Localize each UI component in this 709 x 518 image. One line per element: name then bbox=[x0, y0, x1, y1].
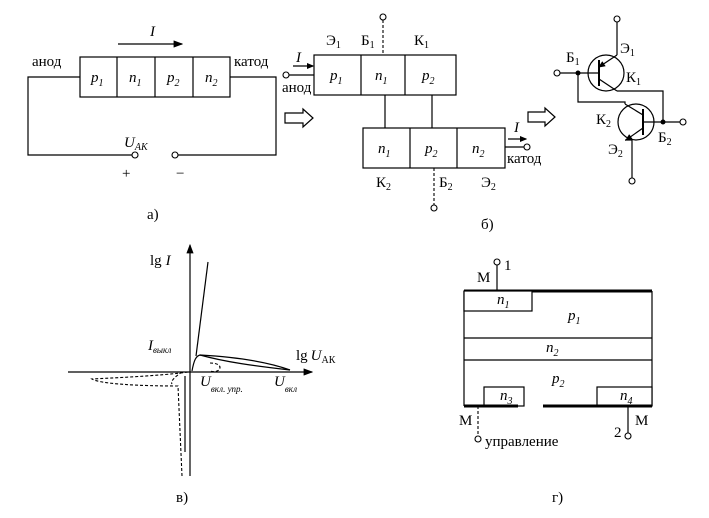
m-right-label: М bbox=[635, 413, 648, 429]
terminal-2 bbox=[624, 432, 632, 440]
wire-right-a bbox=[178, 76, 277, 156]
layer-n1-b2: n1 bbox=[378, 141, 391, 160]
layer-n2-a: n2 bbox=[205, 70, 218, 89]
current-out-label: I bbox=[513, 120, 520, 136]
b1-label-tr: Б1 bbox=[566, 50, 580, 68]
layer-n1-b: n1 bbox=[375, 68, 388, 87]
n3-label: n3 bbox=[500, 388, 513, 407]
layer-p1-b: p1 bbox=[329, 68, 343, 87]
layer-n1-a: n1 bbox=[129, 70, 142, 89]
transform-arrow-2 bbox=[527, 106, 556, 128]
m-top-label: М bbox=[477, 270, 490, 286]
panel-b: Э1 Б1 К1 p1 n1 p2 I анод n1 p2 n2 I като… bbox=[282, 13, 542, 233]
k2-label-b: К2 bbox=[376, 175, 391, 193]
caption-g: г) bbox=[552, 490, 563, 506]
reverse-control-curve bbox=[171, 371, 183, 385]
top-structure-b bbox=[313, 54, 457, 96]
anode-label-b: анод bbox=[282, 80, 312, 96]
layer-p2-b: p2 bbox=[421, 68, 435, 87]
voltage-label-a: UАК bbox=[124, 135, 149, 153]
layer-p2-b2: p2 bbox=[424, 141, 438, 160]
anode-terminal-b bbox=[282, 71, 290, 79]
caption-a: а) bbox=[147, 207, 159, 223]
m-left-label: М bbox=[459, 413, 472, 429]
n1-label: n1 bbox=[497, 292, 510, 311]
link-b1-k2 bbox=[577, 73, 626, 104]
minus-sign: − bbox=[176, 166, 184, 182]
u-on-label: Uвкл bbox=[274, 374, 297, 394]
panel-a: I p1 n1 p2 n2 анод катод UАК + − а) bbox=[27, 24, 277, 223]
terminal-2-label: 2 bbox=[614, 425, 622, 441]
cathode-label-b: катод bbox=[507, 151, 542, 167]
anode-label-a: анод bbox=[32, 54, 62, 70]
on-state-branch bbox=[195, 261, 209, 357]
b2-terminal-tr bbox=[679, 118, 687, 126]
u-on-ctrl-label: Uвкл. упр. bbox=[200, 374, 243, 394]
link-k1-b2 bbox=[617, 90, 664, 122]
terminal-1 bbox=[493, 258, 501, 266]
current-in-label: I bbox=[295, 50, 302, 66]
e1-terminal bbox=[613, 15, 621, 23]
p2-label: p2 bbox=[551, 371, 565, 390]
e2-terminal bbox=[628, 177, 636, 185]
layer-n2-b2: n2 bbox=[472, 141, 485, 160]
control-label: управление bbox=[485, 434, 559, 450]
b2-terminal bbox=[430, 204, 438, 212]
i-off-label: Iвыкл bbox=[147, 338, 171, 355]
emitter-arrow-1 bbox=[598, 54, 618, 68]
negative-resistance-branch bbox=[199, 354, 291, 371]
caption-v: в) bbox=[176, 490, 188, 506]
b2-label-tr: Б2 bbox=[658, 130, 672, 148]
e1-label-b: Э1 bbox=[326, 33, 341, 51]
terminal-plus-a bbox=[131, 151, 139, 159]
terminal-1-label: 1 bbox=[504, 258, 512, 274]
k1-label-b: К1 bbox=[414, 33, 429, 51]
b1-terminal bbox=[379, 13, 387, 21]
e2-label-b: Э2 bbox=[481, 175, 496, 193]
caption-b: б) bbox=[481, 217, 494, 233]
terminal-minus-a bbox=[171, 151, 179, 159]
panel-g: М 1 n1 p1 n2 p2 n3 n4 М управление 2 М г… bbox=[459, 258, 653, 506]
bottom-structure-b bbox=[362, 127, 506, 169]
b1-terminal-tr bbox=[553, 69, 561, 77]
cathode-terminal-b bbox=[523, 143, 531, 151]
layer-p2-a: p2 bbox=[166, 70, 180, 89]
e2-label-tr: Э2 bbox=[608, 142, 623, 160]
transform-arrow-1 bbox=[284, 107, 314, 129]
current-label-a: I bbox=[149, 24, 156, 40]
region-n1 bbox=[463, 290, 533, 312]
cathode-label-a: катод bbox=[234, 54, 269, 70]
wire-left-a bbox=[27, 76, 132, 156]
control-terminal bbox=[474, 435, 482, 443]
e1-label-tr: Э1 bbox=[620, 41, 635, 59]
k2-label-tr: К2 bbox=[596, 112, 611, 130]
two-transistor-model: Б1 Э1 К1 К2 Б2 Э2 bbox=[553, 15, 687, 185]
emitter-arrow-2 bbox=[625, 127, 644, 141]
layer-p1-a: p1 bbox=[90, 70, 104, 89]
b2-label-b: Б2 bbox=[439, 175, 453, 193]
plus-sign: + bbox=[122, 166, 130, 182]
n2-label: n2 bbox=[546, 340, 559, 359]
reverse-branch-dashed bbox=[90, 371, 189, 477]
p1-label: p1 bbox=[567, 308, 581, 327]
b1-label-b: Б1 bbox=[361, 33, 375, 51]
n4-label: n4 bbox=[620, 388, 633, 407]
control-curve-right bbox=[209, 362, 221, 373]
k1-label-tr: К1 bbox=[626, 70, 641, 88]
